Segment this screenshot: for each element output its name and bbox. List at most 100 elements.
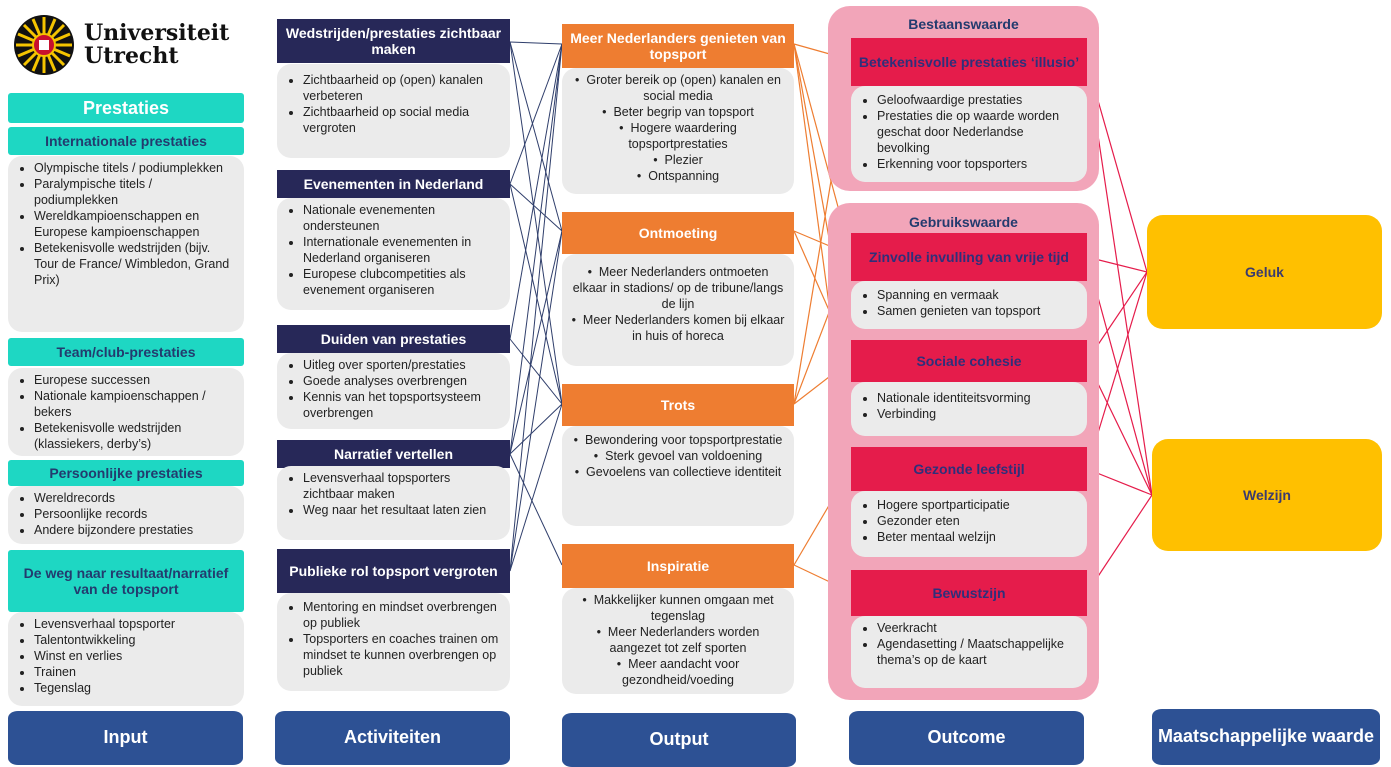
activity-card: Zichtbaarheid op (open) kanalen verbeter…	[277, 64, 510, 158]
sun-emblem-icon	[14, 15, 74, 75]
university-logo: Universiteit Utrecht	[12, 12, 252, 78]
input-section-title: De weg naar resultaat/narratief van de t…	[8, 550, 244, 612]
list-item: Trainen	[34, 664, 236, 680]
activity-header: Evenementen in Nederland	[277, 170, 510, 198]
list-item: Betekenisvolle wedstrijden (bijv. Tour d…	[34, 240, 236, 288]
list-item: Nationale kampioenschappen / bekers	[34, 388, 236, 420]
list-item: Internationale evenementen in Nederland …	[303, 234, 502, 266]
list-item: Agendasetting / Maatschappelijke thema’s…	[877, 636, 1079, 668]
connector-line	[509, 41, 563, 405]
output-card: Bewondering voor topsportprestatie Sterk…	[562, 426, 794, 526]
list-item: Sterk gevoel van voldoening	[570, 448, 786, 464]
connector-line	[509, 43, 563, 340]
list-item: Meer aandacht voor gezondheid/voeding	[570, 656, 786, 688]
list-item: Gezonder eten	[877, 513, 1079, 529]
list-item: Plezier	[570, 152, 786, 168]
list-item: Goede analyses overbrengen	[303, 373, 502, 389]
list-item: Meer Nederlanders komen bij elkaar in hu…	[570, 312, 786, 344]
list-item: Winst en verlies	[34, 648, 236, 664]
list-item: Erkenning voor topsporters	[877, 156, 1079, 172]
list-item: Mentoring en mindset overbrengen op publ…	[303, 599, 502, 631]
list-item: Beter mentaal welzijn	[877, 529, 1079, 545]
list-item: Groter bereik op (open) kanalen en socia…	[570, 72, 786, 104]
footer-activiteiten: Activiteiten	[275, 711, 510, 765]
list-item: Verbinding	[877, 406, 1079, 422]
list-item: Meer Nederlanders ontmoeten elkaar in st…	[570, 264, 786, 312]
logo-line-2: Utrecht	[84, 43, 179, 69]
list-item: Ontspanning	[570, 168, 786, 184]
list-item: Levensverhaal topsporters zichtbaar make…	[303, 470, 502, 502]
list-item: Wereldkampioenschappen en Europese kampi…	[34, 208, 236, 240]
connector-line	[509, 230, 563, 572]
outcome-header: Zinvolle invulling van vrije tijd	[851, 233, 1087, 281]
input-title: Prestaties	[8, 93, 244, 123]
outcome-header: Bewustzijn	[851, 570, 1087, 616]
connector-line	[509, 183, 563, 232]
activity-card: Mentoring en mindset overbrengen op publ…	[277, 593, 510, 691]
output-header: Ontmoeting	[562, 212, 794, 254]
connector-line	[509, 43, 563, 455]
list-item: Hogere sportparticipatie	[877, 497, 1079, 513]
list-item: Meer Nederlanders worden aangezet tot ze…	[570, 624, 786, 656]
list-item: Uitleg over sporten/prestaties	[303, 357, 502, 373]
list-item: Zichtbaarheid op social media vergroten	[303, 104, 502, 136]
activity-card: Levensverhaal topsporters zichtbaar make…	[277, 466, 510, 540]
input-section-card: Wereldrecords Persoonlijke records Ander…	[8, 486, 244, 544]
outcome-header: Betekenisvolle prestaties ‘illusio’	[851, 38, 1087, 86]
connector-line	[509, 183, 563, 405]
activity-header: Publieke rol topsport vergroten	[277, 549, 510, 593]
connector-line	[509, 403, 563, 572]
output-header: Inspiratie	[562, 544, 794, 588]
connector-line	[509, 403, 563, 455]
list-item: Nationale evenementen ondersteunen	[303, 202, 502, 234]
logo-line-1: Universiteit	[84, 19, 230, 46]
output-card: Makkelijker kunnen omgaan met tegenslag …	[562, 588, 794, 694]
output-card: Groter bereik op (open) kanalen en socia…	[562, 68, 794, 194]
list-item: Bewondering voor topsportprestatie	[570, 432, 786, 448]
activity-header: Wedstrijden/prestaties zichtbaar maken	[277, 19, 510, 63]
output-header: Meer Nederlanders genieten van topsport	[562, 24, 794, 68]
list-item: Europese successen	[34, 372, 236, 388]
value-box-geluk: Geluk	[1147, 215, 1382, 329]
connector-line	[509, 41, 563, 232]
list-item: Veerkracht	[877, 620, 1079, 636]
list-item: Talentontwikkeling	[34, 632, 236, 648]
list-item: Paralympische titels / podiumplekken	[34, 176, 236, 208]
outcome-header: Gezonde leefstijl	[851, 447, 1087, 491]
list-item: Kennis van het topsportsysteem overbreng…	[303, 389, 502, 421]
list-item: Weg naar het resultaat laten zien	[303, 502, 502, 518]
list-item: Persoonlijke records	[34, 506, 236, 522]
list-item: Andere bijzondere prestaties	[34, 522, 236, 538]
group-title: Gebruikswaarde	[909, 214, 1018, 230]
activity-card: Uitleg over sporten/prestaties Goede ana…	[277, 353, 510, 429]
list-item: Topsporters en coaches trainen om mindse…	[303, 631, 502, 679]
outcome-card: Veerkracht Agendasetting / Maatschappeli…	[851, 616, 1087, 688]
value-box-welzijn: Welzijn	[1152, 439, 1382, 551]
input-section-card: Levensverhaal topsporter Talentontwikkel…	[8, 612, 244, 706]
footer-output: Output	[562, 713, 796, 767]
list-item: Nationale identiteitsvorming	[877, 390, 1079, 406]
list-item: Tegenslag	[34, 680, 236, 696]
connector-line	[509, 41, 563, 45]
connector-line	[509, 43, 563, 185]
list-item: Zichtbaarheid op (open) kanalen verbeter…	[303, 72, 502, 104]
list-item: Spanning en vermaak	[877, 287, 1079, 303]
outcome-header: Sociale cohesie	[851, 340, 1087, 382]
outcome-card: Geloofwaardige prestaties Prestaties die…	[851, 86, 1087, 182]
list-item: Geloofwaardige prestaties	[877, 92, 1079, 108]
list-item: Europese clubcompetities als evenement o…	[303, 266, 502, 298]
output-header: Trots	[562, 384, 794, 426]
connector-line	[509, 453, 563, 566]
activity-header: Duiden van prestaties	[277, 325, 510, 353]
input-section-card: Europese successen Nationale kampioensch…	[8, 368, 244, 456]
output-card: Meer Nederlanders ontmoeten elkaar in st…	[562, 254, 794, 366]
connector-line	[509, 230, 563, 455]
list-item: Prestaties die op waarde worden geschat …	[877, 108, 1079, 156]
connector-line	[509, 338, 563, 405]
list-item: Betekenisvolle wedstrijden (klassiekers,…	[34, 420, 236, 452]
list-item: Beter begrip van topsport	[570, 104, 786, 120]
input-section-title: Persoonlijke prestaties	[8, 460, 244, 486]
list-item: Gevoelens van collectieve identiteit	[570, 464, 786, 480]
input-section-card: Olympische titels / podiumplekken Paraly…	[8, 156, 244, 332]
list-item: Wereldrecords	[34, 490, 236, 506]
